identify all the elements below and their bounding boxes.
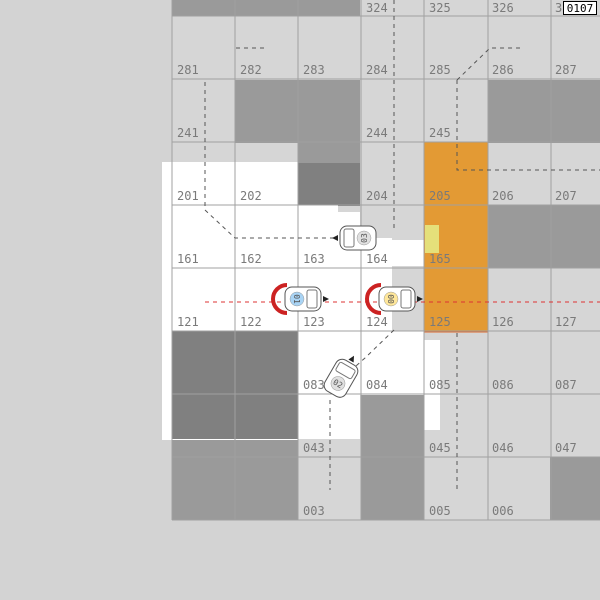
cell-label: 286 bbox=[492, 63, 514, 77]
visible-area bbox=[424, 340, 440, 430]
cell-label: 285 bbox=[429, 63, 451, 77]
visible-area bbox=[298, 395, 360, 439]
cell-label: 3 bbox=[555, 1, 562, 15]
heading-arrow-icon bbox=[417, 296, 423, 302]
vehicle-label: 02 bbox=[331, 378, 344, 391]
cell-label: 283 bbox=[303, 63, 325, 77]
vehicle-layer: 00 01 02 03 bbox=[271, 225, 423, 398]
cell-label: 284 bbox=[366, 63, 388, 77]
vehicle-badge bbox=[383, 291, 399, 307]
vehicle-label: 01 bbox=[292, 294, 301, 304]
cell-label: 241 bbox=[177, 126, 199, 140]
cell-label: 326 bbox=[492, 1, 514, 15]
wall-block bbox=[298, 163, 360, 205]
cell-label: 244 bbox=[366, 126, 388, 140]
vehicle-selection-arc bbox=[271, 283, 288, 315]
cell-label: 087 bbox=[555, 378, 577, 392]
visible-area bbox=[392, 240, 424, 266]
route-line bbox=[456, 47, 520, 81]
cell-label: 202 bbox=[240, 189, 262, 203]
step-counter: 0107 bbox=[563, 1, 597, 15]
highlight-layer bbox=[423, 141, 489, 333]
cell-label: 325 bbox=[429, 1, 451, 15]
cell-label-layer: 324 325 326 3 281 282 283 284 285 286 287 241 244 245… bbox=[177, 1, 577, 518]
vehicle-label: 03 bbox=[360, 233, 369, 243]
cell-label: 207 bbox=[555, 189, 577, 203]
cell-label: 164 bbox=[366, 252, 388, 266]
heading-arrow-icon bbox=[332, 235, 338, 241]
vehicle-badge bbox=[330, 376, 346, 391]
cell-label: 084 bbox=[366, 378, 388, 392]
cell-label: 126 bbox=[492, 315, 514, 329]
cell-label: 282 bbox=[240, 63, 262, 77]
grid-layer bbox=[171, 0, 600, 521]
cell-label: 085 bbox=[429, 378, 451, 392]
vehicle-windshield bbox=[306, 289, 318, 309]
heading-arrow-icon bbox=[323, 296, 329, 302]
wall-block bbox=[488, 205, 600, 268]
cell-label: 324 bbox=[366, 1, 388, 15]
vehicle-03: 03 bbox=[332, 225, 377, 251]
cell-label: 047 bbox=[555, 441, 577, 455]
goal-marker bbox=[425, 225, 439, 253]
cell-label: 206 bbox=[492, 189, 514, 203]
cell-label: 201 bbox=[177, 189, 199, 203]
cell-label: 161 bbox=[177, 252, 199, 266]
vehicle-windshield bbox=[343, 228, 355, 248]
vehicle-01: 01 bbox=[271, 283, 329, 315]
vehicle-02: 02 bbox=[323, 355, 359, 398]
cell-label: 005 bbox=[429, 504, 451, 518]
vehicle-00: 00 bbox=[365, 283, 423, 315]
cell-label: 204 bbox=[366, 189, 388, 203]
cell-label: 122 bbox=[240, 315, 262, 329]
cell-label: 163 bbox=[303, 252, 325, 266]
cell-label: 121 bbox=[177, 315, 199, 329]
vehicle-windshield bbox=[335, 361, 356, 380]
heading-arrow-icon bbox=[348, 355, 354, 363]
vehicle-windshield bbox=[400, 289, 412, 309]
wall-block bbox=[172, 0, 360, 16]
cell-label: 162 bbox=[240, 252, 262, 266]
route-line bbox=[339, 329, 395, 381]
wall-block bbox=[298, 143, 360, 163]
cell-label: 281 bbox=[177, 63, 199, 77]
cell-label: 086 bbox=[492, 378, 514, 392]
cell-label: 046 bbox=[492, 441, 514, 455]
wall-block bbox=[488, 80, 600, 143]
cell-label: 043 bbox=[303, 441, 325, 455]
vehicle-selection-arc bbox=[365, 283, 382, 315]
cell-label: 125 bbox=[429, 315, 451, 329]
cell-label: 165 bbox=[429, 252, 451, 266]
cell-label: 127 bbox=[555, 315, 577, 329]
cell-label: 205 bbox=[429, 189, 451, 203]
cell-label: 123 bbox=[303, 315, 325, 329]
vehicle-badge bbox=[356, 230, 372, 246]
route-line bbox=[204, 82, 335, 239]
vehicle-badge bbox=[289, 291, 305, 307]
cell-label: 006 bbox=[492, 504, 514, 518]
cell-label: 287 bbox=[555, 63, 577, 77]
route-line bbox=[456, 80, 600, 171]
cell-label: 083 bbox=[303, 378, 325, 392]
cell-label: 124 bbox=[366, 315, 388, 329]
wall-block bbox=[550, 457, 600, 520]
vehicle-label: 00 bbox=[386, 294, 395, 304]
path-layer bbox=[204, 0, 600, 490]
cell-label: 245 bbox=[429, 126, 451, 140]
cell-label: 045 bbox=[429, 441, 451, 455]
cell-label: 003 bbox=[303, 504, 325, 518]
